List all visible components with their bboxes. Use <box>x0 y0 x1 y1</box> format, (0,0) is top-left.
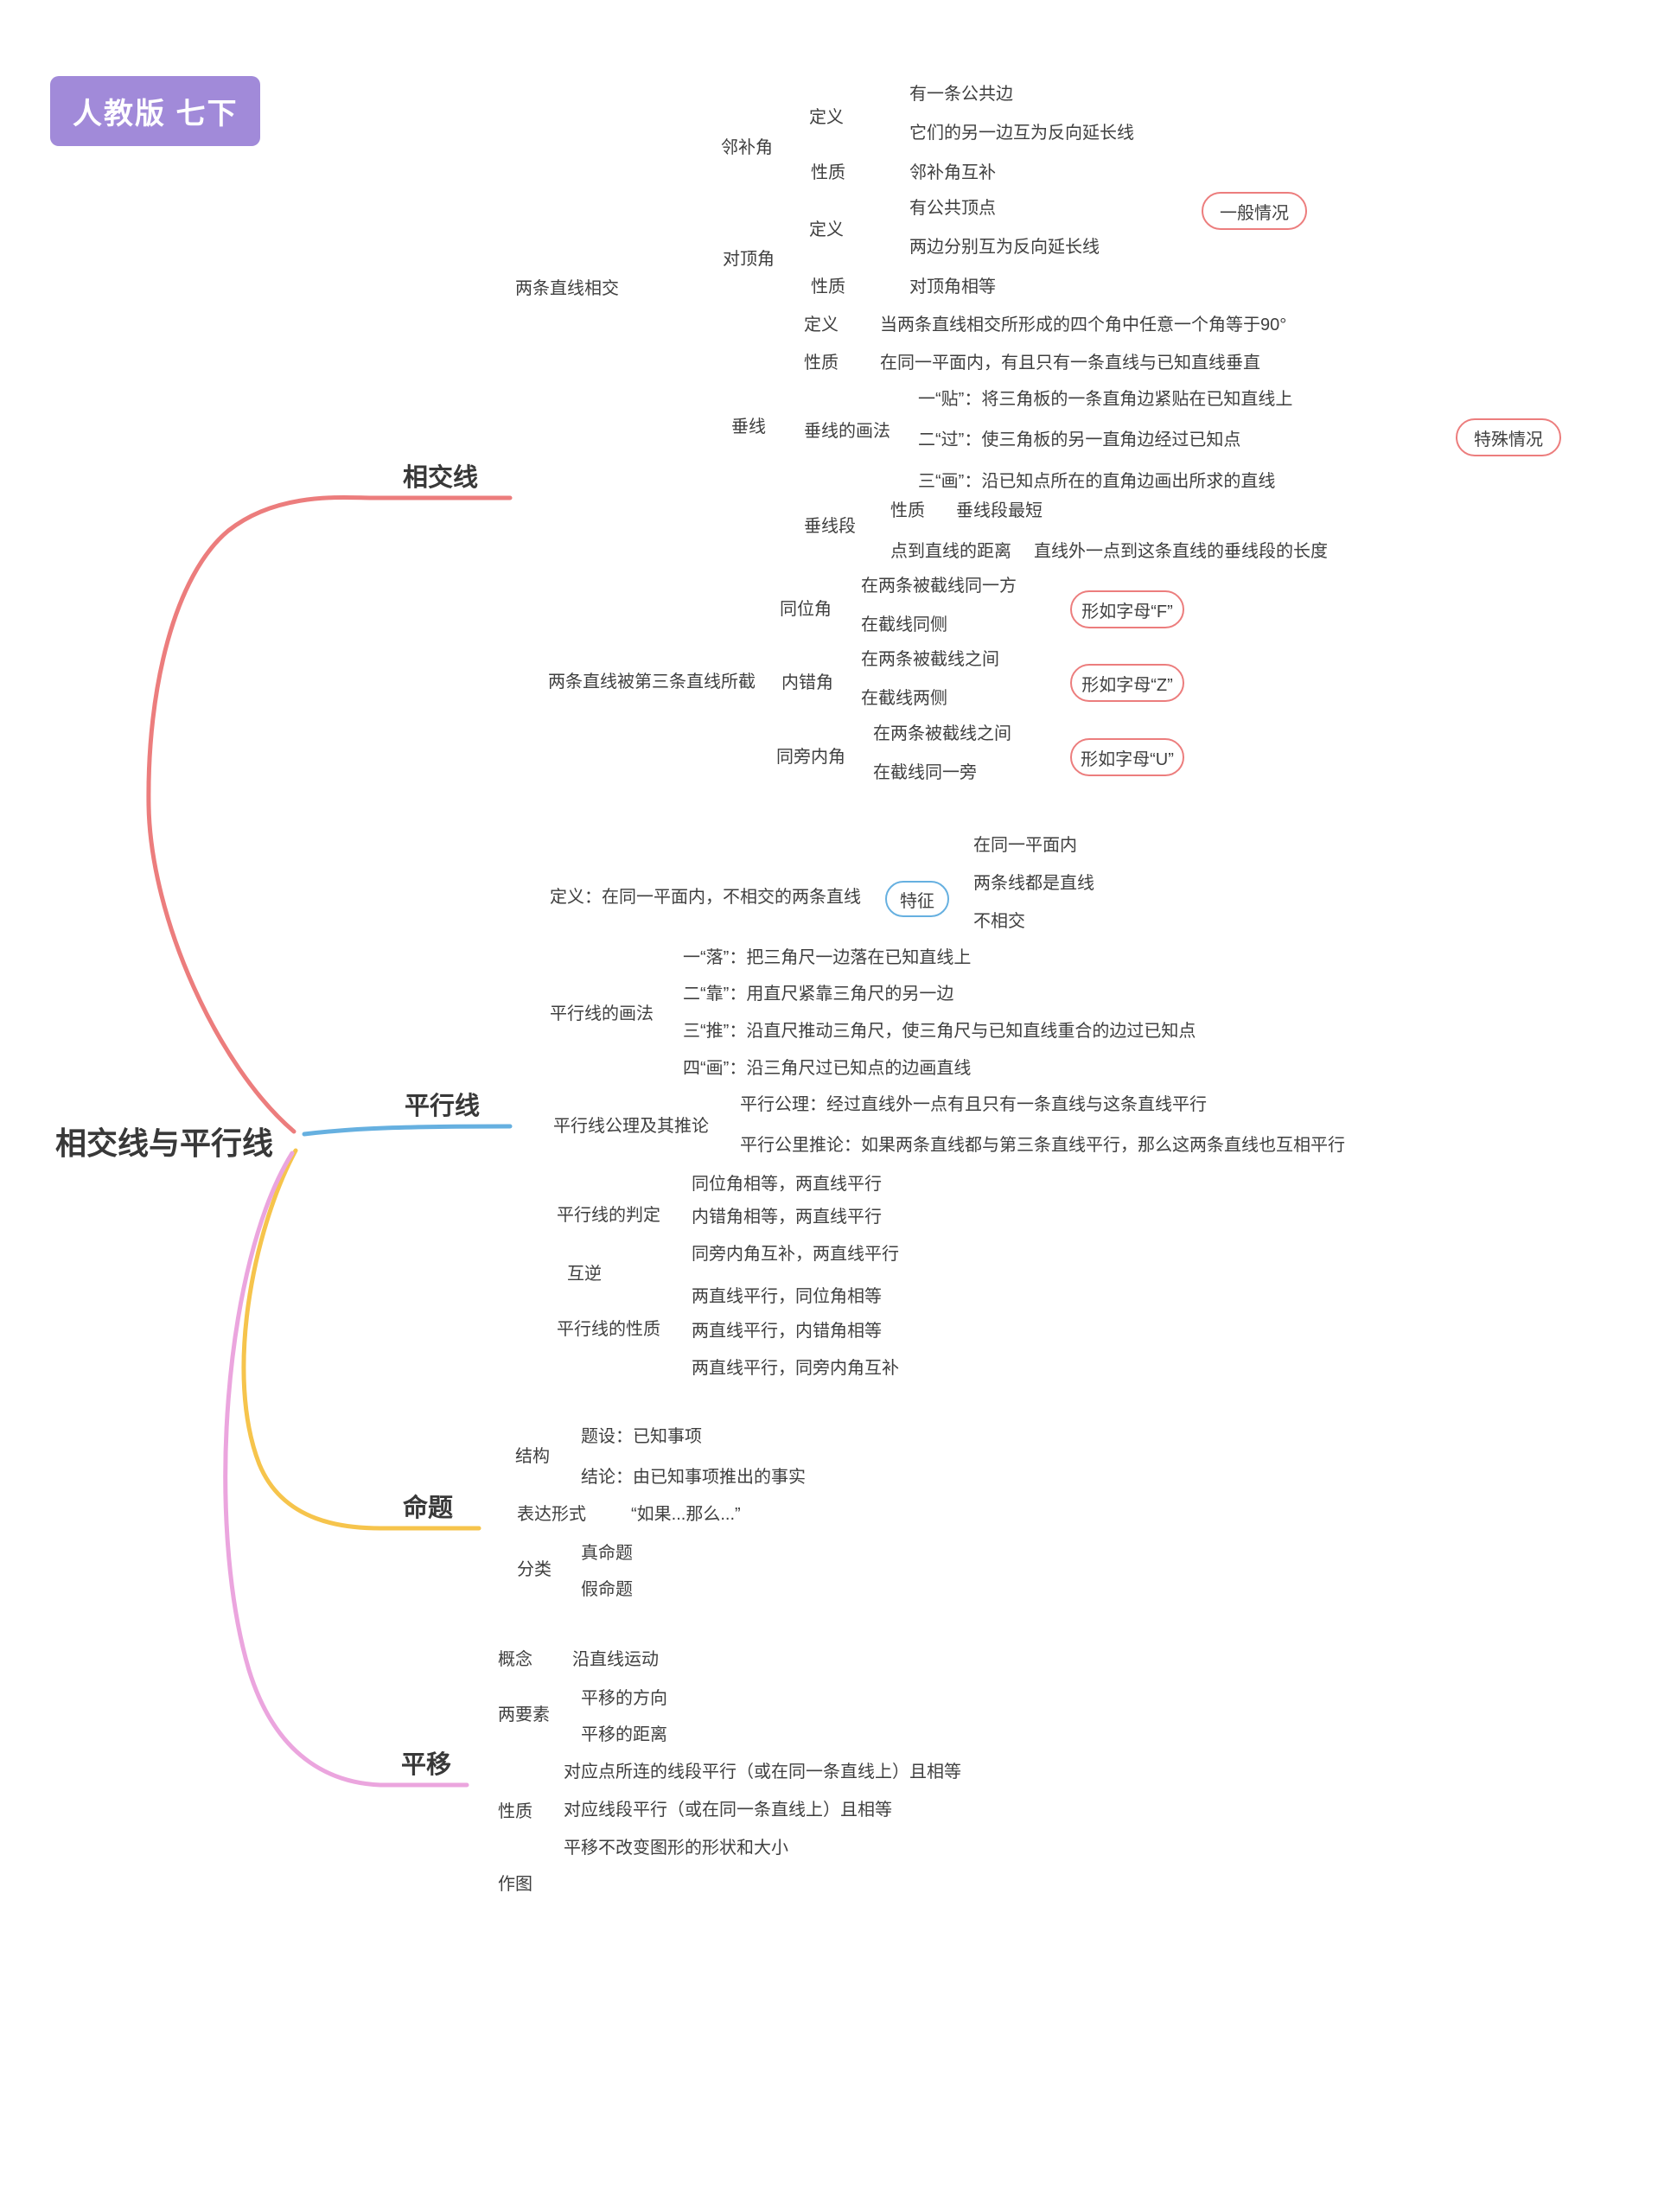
note-general-case[interactable]: 一般情况 <box>1202 192 1307 230</box>
leaf-judge-2[interactable]: 内错角相等，两直线平行 <box>692 1208 882 1227</box>
leaf-element-2[interactable]: 平移的距离 <box>581 1725 667 1744</box>
node-corresponding-angles[interactable]: 同位角 <box>780 600 832 619</box>
note-letter-z[interactable]: 形如字母“Z” <box>1070 664 1184 702</box>
leaf-adj-property-value[interactable]: 邻补角互补 <box>909 163 996 182</box>
leaf-va-def-2[interactable]: 两边分别互为反向延长线 <box>909 238 1100 257</box>
node-perpendicular[interactable]: 垂线 <box>731 418 766 437</box>
node-seg-property[interactable]: 性质 <box>890 501 925 520</box>
leaf-seg-property-value[interactable]: 垂线段最短 <box>956 501 1043 520</box>
node-perp-drawing[interactable]: 垂线的画法 <box>804 422 890 441</box>
leaf-ssi-1[interactable]: 在两条被截线之间 <box>873 724 1011 743</box>
node-parallel-definition[interactable]: 定义：在同一平面内，不相交的两条直线 <box>550 888 861 907</box>
leaf-pprop-2[interactable]: 两直线平行，内错角相等 <box>692 1322 882 1341</box>
node-prop-structure[interactable]: 结构 <box>515 1447 550 1466</box>
node-trans-concept[interactable]: 概念 <box>498 1650 532 1669</box>
node-trans-elements[interactable]: 两要素 <box>498 1705 550 1724</box>
leaf-ssi-2[interactable]: 在截线同一旁 <box>873 763 977 782</box>
leaf-judge-1[interactable]: 同位角相等，两直线平行 <box>692 1175 882 1194</box>
branch-proposition[interactable]: 命题 <box>403 1495 454 1522</box>
node-prop-classification[interactable]: 分类 <box>517 1560 552 1579</box>
leaf-alt-2[interactable]: 在截线两侧 <box>861 689 947 708</box>
leaf-corr-2[interactable]: 在截线同侧 <box>861 615 947 634</box>
node-perp-segment[interactable]: 垂线段 <box>804 517 856 536</box>
node-parallel-judgment[interactable]: 平行线的判定 <box>557 1206 660 1225</box>
leaf-feature-3[interactable]: 不相交 <box>973 912 1025 931</box>
node-parallel-drawing[interactable]: 平行线的画法 <box>550 1004 654 1023</box>
node-adj-property[interactable]: 性质 <box>811 163 845 182</box>
leaf-true-proposition[interactable]: 真命题 <box>581 1544 633 1563</box>
note-letter-u[interactable]: 形如字母“U” <box>1070 738 1184 776</box>
leaf-false-proposition[interactable]: 假命题 <box>581 1580 633 1599</box>
leaf-tprop-3[interactable]: 平移不改变图形的形状和大小 <box>564 1839 788 1858</box>
node-adjacent-supplementary[interactable]: 邻补角 <box>721 138 773 157</box>
leaf-axiom-2[interactable]: 平行公里推论：如果两条直线都与第三条直线平行，那么这两条直线也互相平行 <box>740 1136 1345 1155</box>
node-parallel-axiom[interactable]: 平行线公理及其推论 <box>553 1117 709 1136</box>
node-point-line-distance[interactable]: 点到直线的距离 <box>890 542 1011 561</box>
leaf-feature-1[interactable]: 在同一平面内 <box>973 836 1077 855</box>
leaf-pdraw-3[interactable]: 三“推”：沿直尺推动三角尺，使三角尺与已知直线重合的边过已知点 <box>683 1022 1196 1041</box>
connector-path <box>223 1151 469 1788</box>
node-trans-drawing[interactable]: 作图 <box>498 1875 532 1894</box>
leaf-element-1[interactable]: 平移的方向 <box>581 1689 667 1708</box>
branch-translation[interactable]: 平移 <box>401 1751 452 1779</box>
connector-path <box>146 494 513 1134</box>
node-adj-definition[interactable]: 定义 <box>809 108 844 127</box>
node-parallel-properties[interactable]: 平行线的性质 <box>557 1320 660 1339</box>
leaf-adj-def-2[interactable]: 它们的另一边互为反向延长线 <box>909 124 1134 143</box>
leaf-concept-value[interactable]: 沿直线运动 <box>572 1650 659 1669</box>
leaf-judge-3[interactable]: 同旁内角互补，两直线平行 <box>692 1245 899 1264</box>
leaf-distance-value[interactable]: 直线外一点到这条直线的垂线段的长度 <box>1034 542 1328 561</box>
leaf-perp-draw-3[interactable]: 三“画”：沿已知点所在的直角边画出所求的直线 <box>918 472 1276 491</box>
node-va-definition[interactable]: 定义 <box>809 220 844 239</box>
branch-intersecting-lines[interactable]: 相交线 <box>403 464 479 492</box>
note-special-case[interactable]: 特殊情况 <box>1456 418 1561 456</box>
leaf-adj-def-1[interactable]: 有一条公共边 <box>909 85 1013 104</box>
connector-path <box>241 1148 481 1531</box>
leaf-structure-1[interactable]: 题设：已知事项 <box>581 1427 702 1446</box>
node-perp-definition[interactable]: 定义 <box>804 316 839 335</box>
leaf-pdraw-4[interactable]: 四“画”：沿三角尺过已知点的边画直线 <box>683 1059 972 1078</box>
leaf-pprop-3[interactable]: 两直线平行，同旁内角互补 <box>692 1359 899 1378</box>
leaf-feature-2[interactable]: 两条线都是直线 <box>973 874 1094 893</box>
leaf-pdraw-1[interactable]: 一“落”：把三角尺一边落在已知直线上 <box>683 948 972 967</box>
leaf-tprop-1[interactable]: 对应点所连的线段平行（或在同一条直线上）且相等 <box>564 1763 961 1782</box>
node-two-lines-cut-by-third[interactable]: 两条直线被第三条直线所截 <box>548 673 756 692</box>
node-perp-property[interactable]: 性质 <box>804 354 839 373</box>
node-prop-expression[interactable]: 表达形式 <box>517 1505 586 1524</box>
note-letter-f[interactable]: 形如字母“F” <box>1070 590 1184 628</box>
node-same-side-interior-angles[interactable]: 同旁内角 <box>776 748 845 767</box>
leaf-perp-draw-2[interactable]: 二“过”：使三角板的另一直角边经过已知点 <box>918 430 1241 449</box>
branch-parallel-lines[interactable]: 平行线 <box>405 1093 481 1120</box>
leaf-perp-draw-1[interactable]: 一“贴”：将三角板的一条直角边紧贴在已知直线上 <box>918 390 1293 409</box>
node-vertical-angles[interactable]: 对顶角 <box>723 250 775 269</box>
leaf-perp-property-value[interactable]: 在同一平面内，有且只有一条直线与已知直线垂直 <box>880 354 1260 373</box>
leaf-corr-1[interactable]: 在两条被截线同一方 <box>861 577 1017 596</box>
node-va-property[interactable]: 性质 <box>811 277 845 296</box>
edition-badge[interactable]: 人教版 七下 <box>50 76 261 146</box>
leaf-expression-value[interactable]: “如果...那么...” <box>631 1505 741 1524</box>
leaf-tprop-2[interactable]: 对应线段平行（或在同一条直线上）且相等 <box>564 1801 892 1820</box>
leaf-alt-1[interactable]: 在两条被截线之间 <box>861 650 999 669</box>
leaf-va-property-value[interactable]: 对顶角相等 <box>909 277 996 296</box>
label-mutual-inverse: 互逆 <box>567 1265 602 1284</box>
leaf-structure-2[interactable]: 结论：由已知事项推出的事实 <box>581 1468 806 1487</box>
node-trans-properties[interactable]: 性质 <box>498 1802 532 1821</box>
root-topic[interactable]: 相交线与平行线 <box>55 1125 274 1161</box>
note-features[interactable]: 特征 <box>885 881 949 917</box>
connector-path <box>302 1124 513 1137</box>
leaf-va-def-1[interactable]: 有公共顶点 <box>909 199 996 218</box>
node-alternate-interior-angles[interactable]: 内错角 <box>781 673 833 692</box>
node-two-lines-intersect[interactable]: 两条直线相交 <box>515 279 619 298</box>
leaf-pdraw-2[interactable]: 二“靠”：用直尺紧靠三角尺的另一边 <box>683 985 954 1004</box>
leaf-perp-definition-value[interactable]: 当两条直线相交所形成的四个角中任意一个角等于90° <box>880 316 1287 335</box>
leaf-axiom-1[interactable]: 平行公理：经过直线外一点有且只有一条直线与这条直线平行 <box>740 1095 1207 1114</box>
leaf-pprop-1[interactable]: 两直线平行，同位角相等 <box>692 1287 882 1306</box>
